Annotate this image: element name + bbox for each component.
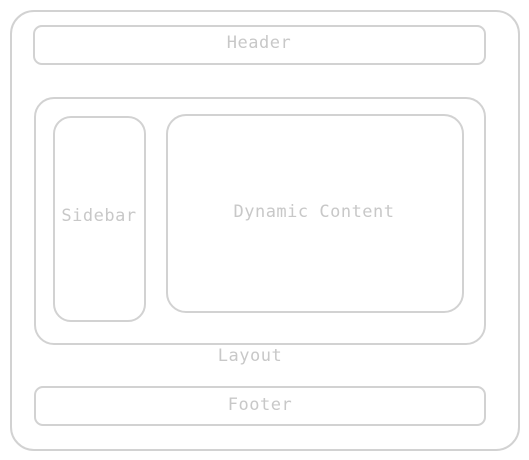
footer-label: Footer — [227, 395, 293, 415]
header-label: Header — [226, 33, 292, 53]
sidebar-label: Sidebar — [61, 206, 137, 226]
outer-frame — [10, 10, 520, 451]
sidebar-box — [53, 116, 146, 322]
dynamic-content-label: Dynamic Content — [233, 202, 395, 222]
layout-box — [34, 97, 486, 345]
layout-label: Layout — [217, 346, 283, 366]
dynamic-content-box — [166, 114, 464, 313]
header-box — [33, 25, 486, 65]
footer-box — [34, 386, 486, 426]
